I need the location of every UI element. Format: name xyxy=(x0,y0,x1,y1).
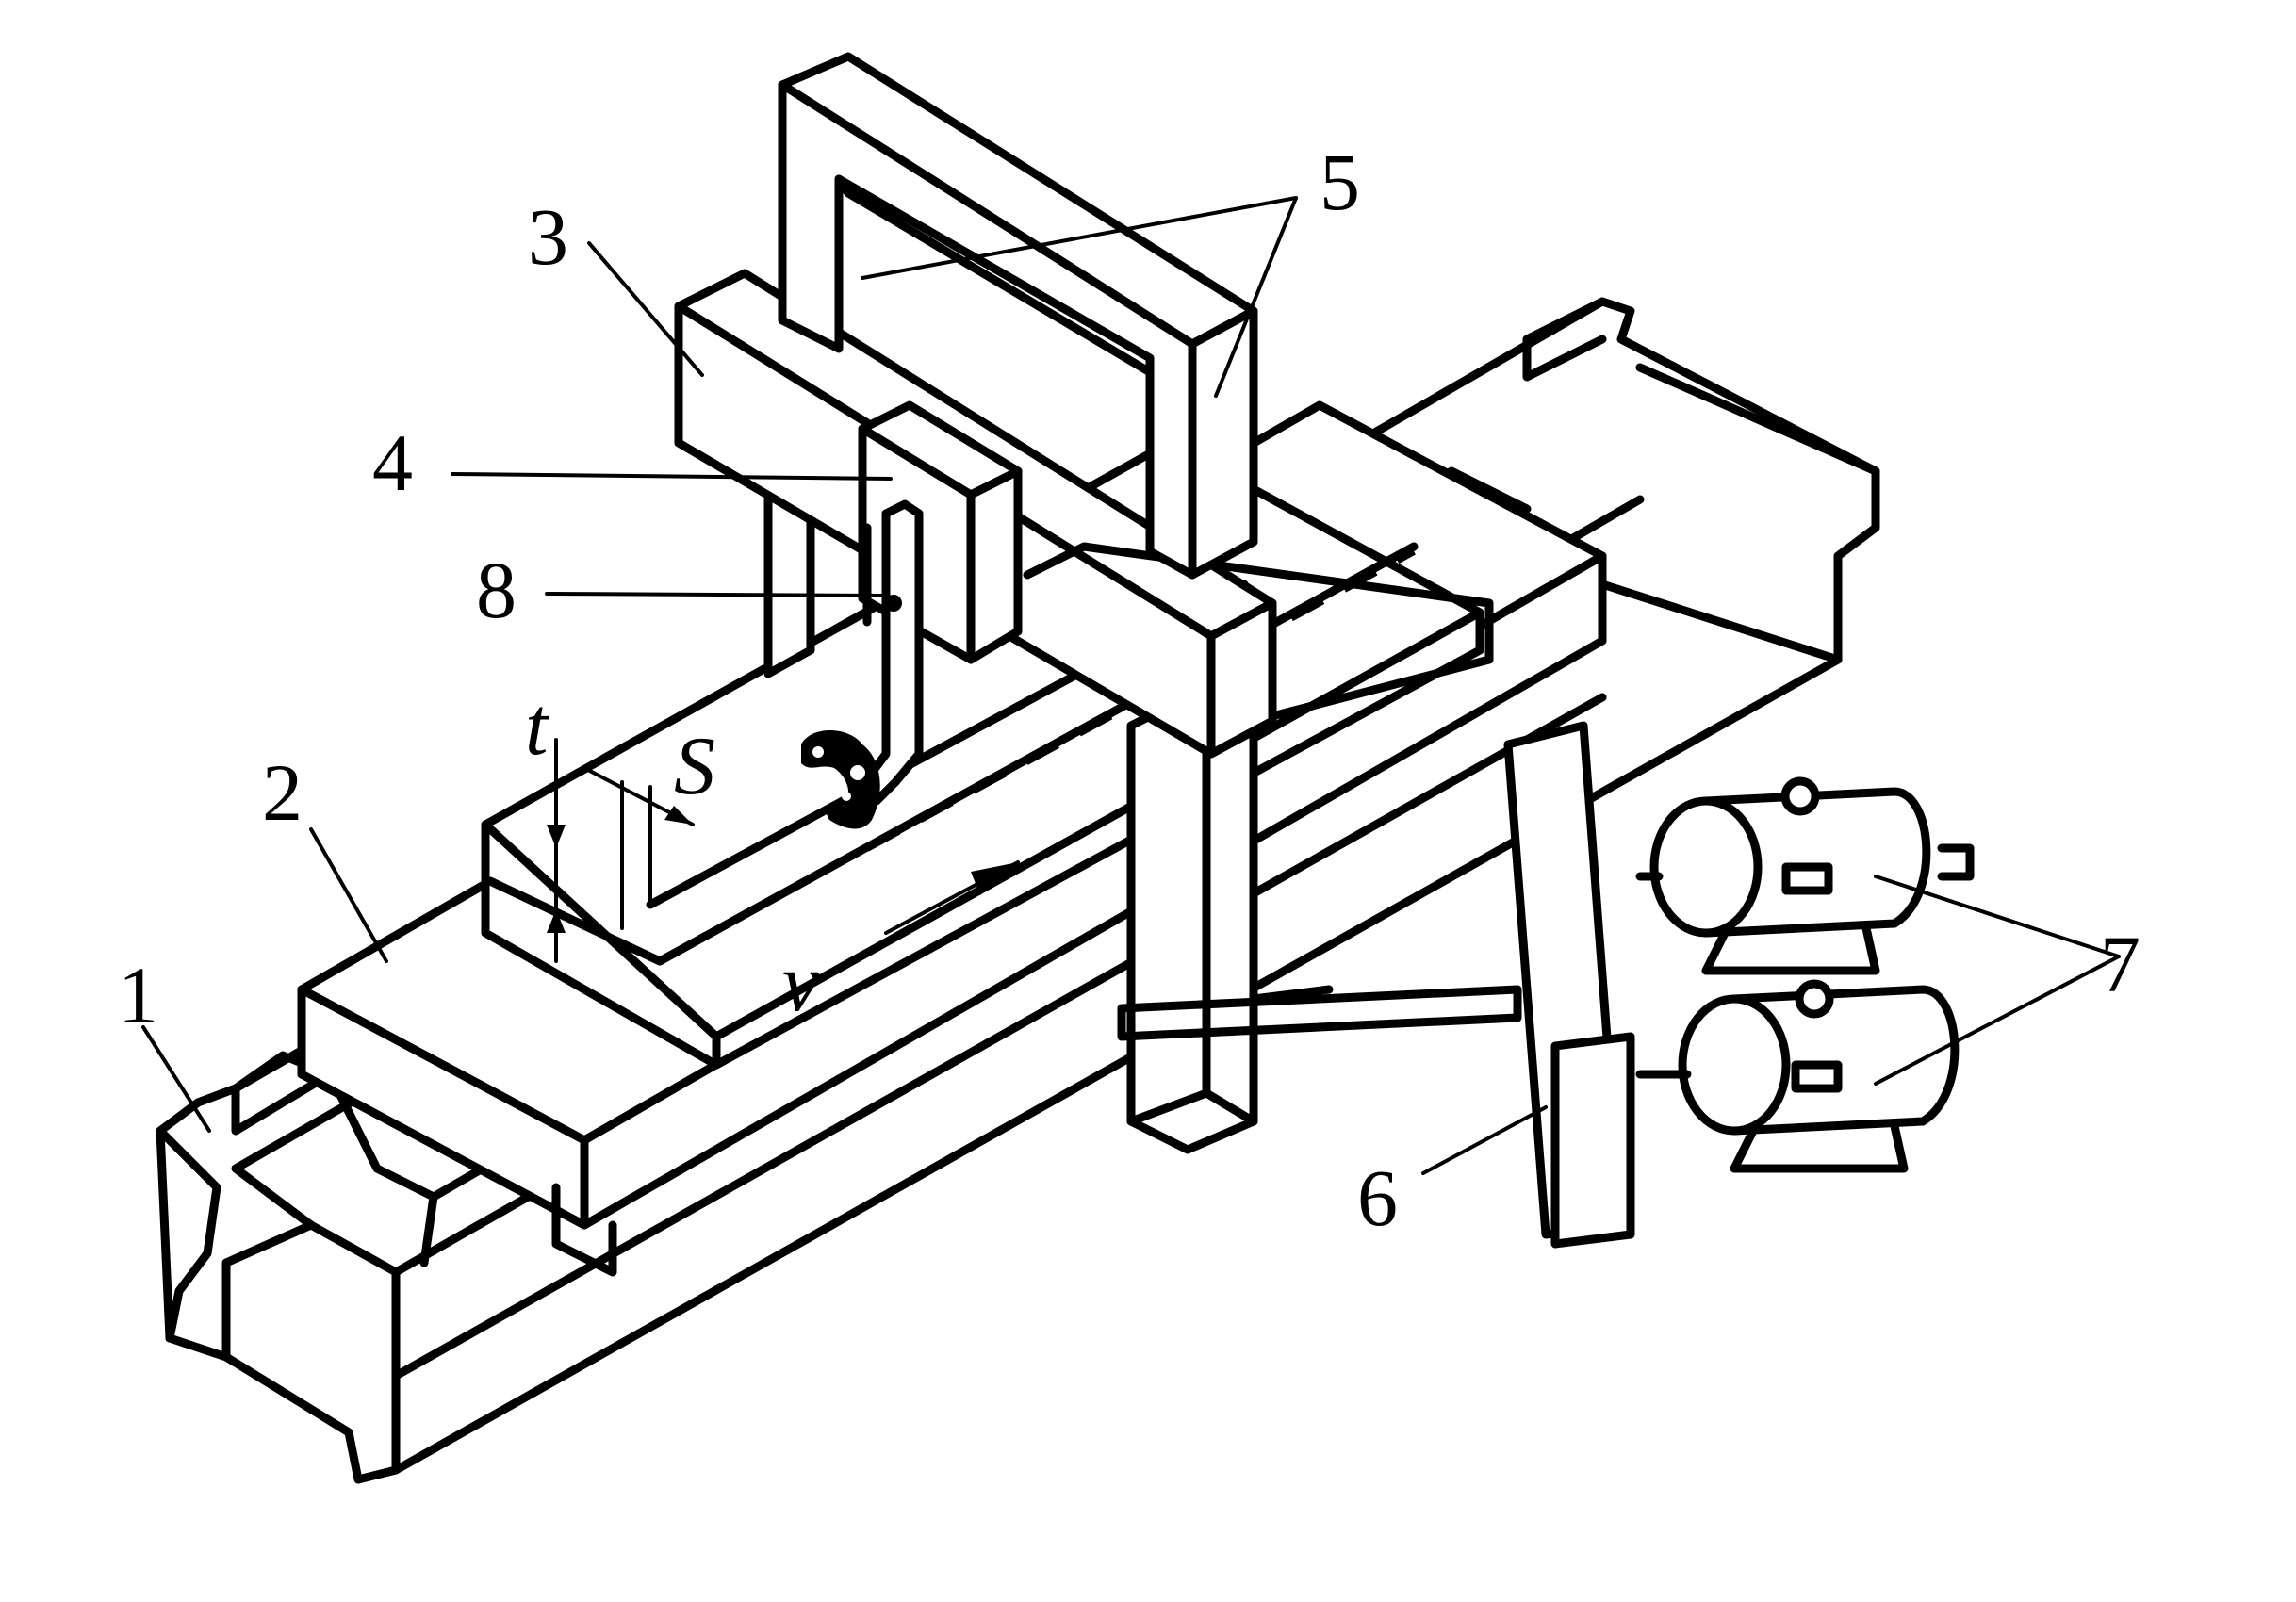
top-beam-frame xyxy=(778,52,1258,580)
motor-upper xyxy=(1635,776,1975,975)
label-3: 3 xyxy=(528,191,568,282)
gearbox xyxy=(1117,721,1635,1249)
label-6: 6 xyxy=(1357,1152,1398,1243)
chip xyxy=(801,730,880,829)
symbol-s: S xyxy=(674,721,715,812)
label-5: 5 xyxy=(1320,137,1360,227)
label-2: 2 xyxy=(262,747,303,838)
label-7: 7 xyxy=(2100,919,2140,1009)
symbol-v: v xyxy=(782,938,820,1029)
cutting-tool xyxy=(862,499,924,806)
label-4: 4 xyxy=(372,417,413,508)
dimension-marks xyxy=(547,738,1020,963)
symbol-t: t xyxy=(525,681,550,773)
label-8: 8 xyxy=(476,545,517,635)
motor-lower xyxy=(1635,979,1960,1173)
label-1: 1 xyxy=(118,950,158,1040)
leader-lines xyxy=(141,196,2121,1175)
